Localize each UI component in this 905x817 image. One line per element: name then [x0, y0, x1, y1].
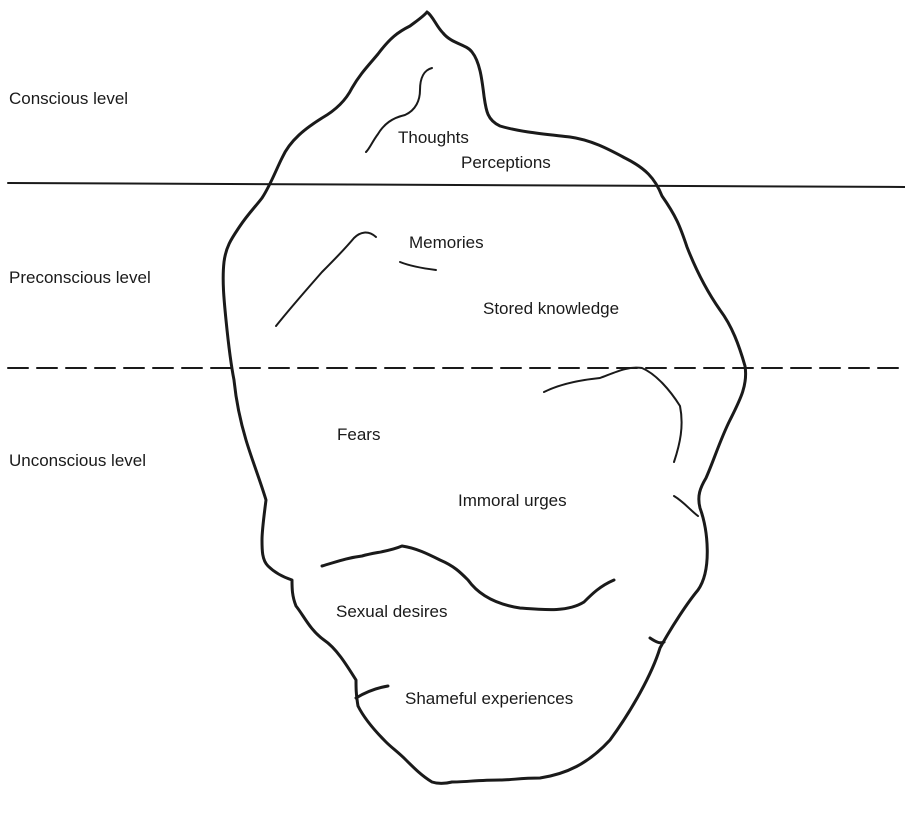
- iceberg-outline: [223, 12, 745, 784]
- memories-label: Memories: [409, 233, 484, 253]
- crack-line-right-upper: [544, 368, 682, 462]
- preconscious-level-label: Preconscious level: [9, 268, 151, 288]
- perceptions-label: Perceptions: [461, 153, 551, 173]
- shameful-experiences-label: Shameful experiences: [405, 689, 573, 709]
- crack-line-memories-left: [276, 233, 376, 326]
- crack-line-right-lower: [674, 496, 698, 516]
- immoral-urges-label: Immoral urges: [458, 491, 567, 511]
- surface-line: [8, 183, 905, 187]
- unconscious-level-label: Unconscious level: [9, 451, 146, 471]
- crack-line-middle: [322, 546, 614, 610]
- crack-line-right-lower-edge: [650, 638, 664, 643]
- sexual-desires-label: Sexual desires: [336, 602, 448, 622]
- stored-knowledge-label: Stored knowledge: [483, 299, 619, 319]
- crack-line-left-lower: [356, 686, 388, 698]
- conscious-level-label: Conscious level: [9, 89, 128, 109]
- crack-line-memories-right: [400, 262, 436, 270]
- thoughts-label: Thoughts: [398, 128, 469, 148]
- fears-label: Fears: [337, 425, 380, 445]
